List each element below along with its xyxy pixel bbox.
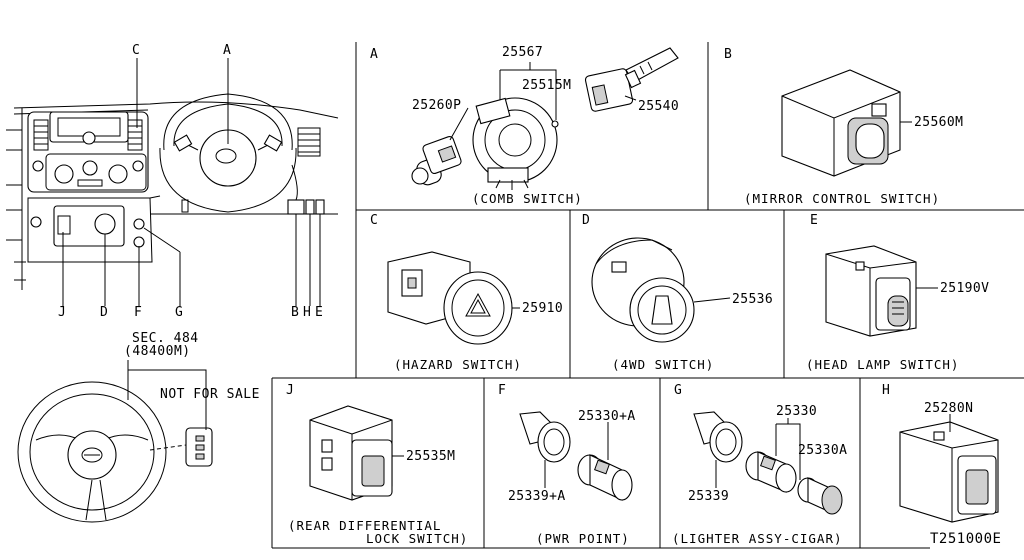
callout-a: A — [223, 43, 231, 58]
part-25260p: 25260P — [412, 98, 462, 113]
panel-e-letter: E — [810, 213, 818, 228]
panel-d-letter: D — [582, 213, 590, 228]
panel-b-letter: B — [724, 47, 732, 62]
caption-diff-lock-line2: LOCK SWITCH) — [366, 531, 469, 546]
sec-ref: SEC. 484 — [132, 331, 199, 346]
caption-headlamp-switch: (HEAD LAMP SWITCH) — [806, 357, 960, 372]
part-25330: 25330 — [776, 404, 818, 419]
callout-f: F — [134, 305, 142, 320]
part-25339: 25339 — [688, 489, 730, 504]
callout-j: J — [58, 305, 66, 320]
callout-d: D — [100, 305, 108, 320]
mirror-switch-drawing — [781, 69, 912, 177]
caption-mirror-switch: (MIRROR CONTROL SWITCH) — [744, 191, 941, 206]
caption-hazard-switch: (HAZARD SWITCH) — [394, 357, 522, 372]
caption-4wd-switch: (4WD SWITCH) — [612, 357, 715, 372]
lighter-drawing — [693, 411, 843, 515]
part-25536: 25536 — [732, 292, 774, 307]
sec-part: (48400M) — [124, 344, 191, 359]
panel-j-letter: J — [286, 383, 294, 398]
part-25330-a: 25330+A — [578, 409, 636, 424]
dashboard-overview-drawing — [6, 58, 339, 523]
caption-pwr-point: (PWR POINT) — [536, 531, 630, 546]
caption-lighter: (LIGHTER ASSY-CIGAR) — [672, 531, 843, 546]
callout-e: E — [315, 305, 323, 320]
part-25535m: 25535M — [406, 449, 456, 464]
caption-diff-lock-line1: (REAR DIFFERENTIAL — [288, 518, 442, 533]
4wd-switch-drawing — [591, 237, 731, 343]
part-25280n: 25280N — [924, 401, 974, 416]
power-point-drawing — [519, 411, 633, 501]
switch-25280n-drawing — [899, 414, 999, 523]
caption-comb-switch: (COMB SWITCH) — [472, 191, 583, 206]
part-25560m: 25560M — [914, 115, 964, 130]
hazard-switch-drawing — [387, 251, 520, 345]
part-25567: 25567 — [502, 45, 544, 60]
panel-h-letter: H — [882, 383, 890, 398]
part-25910: 25910 — [522, 301, 564, 316]
panel-f-letter: F — [498, 383, 506, 398]
callout-g: G — [175, 305, 183, 320]
not-for-sale: NOT FOR SALE — [160, 387, 260, 402]
callout-c: C — [132, 43, 140, 58]
callout-h: H — [303, 305, 311, 320]
panel-a-letter: A — [370, 47, 378, 62]
part-25339-a: 25339+A — [508, 489, 566, 504]
callout-b: B — [291, 305, 299, 320]
comb-switch-drawing — [411, 47, 679, 190]
part-25330a: 25330A — [798, 443, 848, 458]
part-25190v: 25190V — [940, 281, 990, 296]
panel-c-letter: C — [370, 213, 378, 228]
part-25540: 25540 — [638, 99, 680, 114]
diagram-id: T251000E — [930, 531, 1002, 547]
panel-g-letter: G — [674, 383, 682, 398]
part-25515m: 25515M — [522, 78, 572, 93]
headlamp-switch-drawing — [825, 245, 938, 337]
panel-borders — [271, 42, 1024, 549]
diff-lock-switch-drawing — [309, 405, 404, 501]
